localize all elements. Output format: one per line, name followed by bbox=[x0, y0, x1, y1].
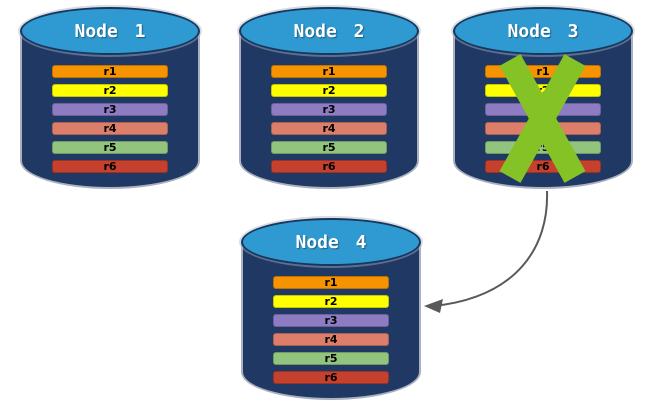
replica-row-r2: r2 bbox=[273, 295, 389, 308]
replica-row-r5: r5 bbox=[273, 352, 389, 365]
replica-row-r2: r2 bbox=[271, 84, 387, 97]
replica-row-r5: r5 bbox=[52, 141, 168, 154]
replica-row-r6: r6 bbox=[271, 160, 387, 173]
node-1-label: Node 1 bbox=[74, 20, 146, 42]
replica-row-r4: r4 bbox=[271, 122, 387, 135]
arrow-curve bbox=[433, 190, 549, 307]
node-4-label: Node 4 bbox=[295, 231, 367, 253]
replica-row-r4: r4 bbox=[273, 333, 389, 346]
node-4-top-ellipse: Node 4 bbox=[241, 218, 421, 266]
replica-row-r3: r3 bbox=[271, 103, 387, 116]
replica-row-r2: r2 bbox=[52, 84, 168, 97]
node-4-cylinder: Node 4 r1 r2 r3 r4 r5 r6 bbox=[241, 218, 421, 400]
replica-row-r3: r3 bbox=[52, 103, 168, 116]
node-1-top-ellipse: Node 1 bbox=[20, 7, 200, 55]
replica-row-r1: r1 bbox=[52, 65, 168, 78]
node-3-top-ellipse: Node 3 bbox=[453, 7, 633, 55]
replica-row-r6: r6 bbox=[52, 160, 168, 173]
node-3-label: Node 3 bbox=[507, 20, 579, 42]
replica-row-r1: r1 bbox=[271, 65, 387, 78]
node-2-cylinder: Node 2 r1 r2 r3 r4 r5 r6 bbox=[239, 7, 419, 189]
replica-row-r1: r1 bbox=[273, 276, 389, 289]
node-1-rows: r1 r2 r3 r4 r5 r6 bbox=[52, 65, 168, 179]
replica-row-r5: r5 bbox=[271, 141, 387, 154]
failure-x-icon bbox=[499, 54, 586, 183]
node-2-label: Node 2 bbox=[293, 20, 365, 42]
node-2-top-ellipse: Node 2 bbox=[239, 7, 419, 55]
node-2-rows: r1 r2 r3 r4 r5 r6 bbox=[271, 65, 387, 179]
replica-row-r6: r6 bbox=[273, 371, 389, 384]
arrow-head-icon bbox=[424, 299, 443, 313]
node-3-cylinder: Node 3 r1 r2 r3 r4 r5 r6 bbox=[453, 7, 633, 189]
node-1-cylinder: Node 1 r1 r2 r3 r4 r5 r6 bbox=[20, 7, 200, 189]
replica-row-r4: r4 bbox=[52, 122, 168, 135]
node-4-rows: r1 r2 r3 r4 r5 r6 bbox=[273, 276, 389, 390]
replica-row-r3: r3 bbox=[273, 314, 389, 327]
